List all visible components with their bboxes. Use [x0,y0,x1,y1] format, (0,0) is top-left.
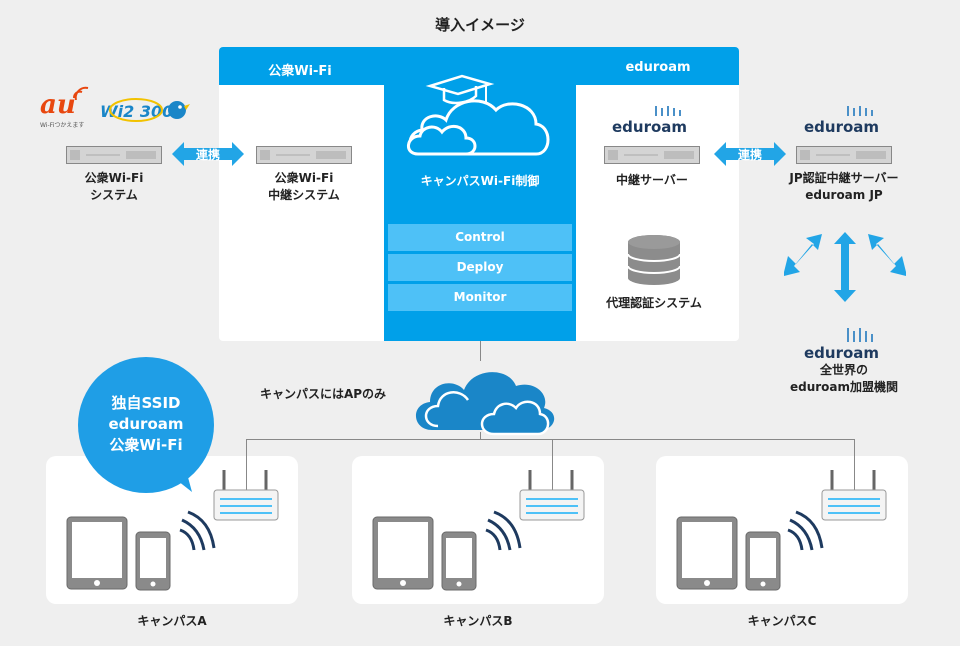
menu-control: Control [388,224,572,251]
svg-text:eduroam: eduroam [804,118,879,134]
campus-a-label: キャンパスA [137,614,207,628]
server-public-system-icon [66,146,162,164]
eduroam-logo-jp: eduroam [796,104,892,138]
campus-c-label: キャンパスC [747,614,817,628]
devices-b-icon [372,516,477,591]
devices-c-icon [676,516,781,591]
database-icon [627,235,681,285]
devices-a-icon [66,516,171,591]
wi2-bird-icon [168,101,190,119]
server-public-relay-icon [256,146,352,164]
label-relay-server: 中継サーバー [616,173,688,187]
svg-text:eduroam: eduroam [612,118,687,134]
link-arrow-right [714,142,786,166]
network-line-vertical [480,341,481,361]
menu-deploy: Deploy [388,254,572,281]
au-logo: au Wi-Fiつかえます [40,90,85,129]
campus-cloud-icon [407,74,550,156]
network-line-horizontal [246,439,855,440]
menu-monitor: Monitor [388,284,572,311]
server-relay-icon [604,146,700,164]
label-ap-only: キャンパスにはAPのみ [259,387,387,401]
link-label-right: 連携 [737,148,762,162]
access-point-b-icon [519,470,585,521]
center-label: キャンパスWi-Fi制御 [420,174,540,188]
svg-text:eduroam: eduroam [804,344,879,360]
header-public-wifi: 公衆Wi-Fi [268,64,332,79]
internet-cloud-icon [415,372,555,436]
ap-line-b [552,439,553,491]
wifi-waves-c-icon [787,510,824,551]
link-arrow-left [172,142,244,166]
eduroam-logo-global: eduroam [796,322,892,364]
access-point-c-icon [821,470,887,521]
au-wave-icon [73,86,89,100]
campus-b-label: キャンパスB [443,614,513,628]
label-proxy-auth: 代理認証システム [606,296,702,310]
diagram-title: 導入イメージ [435,16,525,34]
eduroam-logo-relay: eduroam [604,104,700,138]
server-jp-icon [796,146,892,164]
access-point-a-icon [213,470,279,521]
eduroam-signal-icon: eduroam [804,106,879,136]
ap-line-a [246,439,247,491]
network-line-stem [480,432,481,439]
eduroam-signal-icon: eduroam [612,106,687,136]
ssid-bubble: 独自SSID eduroam 公衆Wi-Fi [78,357,214,493]
eduroam-signal-icon: eduroam [804,328,879,362]
link-label-left: 連携 [195,148,220,162]
global-arrows-icon [784,232,906,302]
wifi-waves-a-icon [179,510,216,551]
ap-line-c [854,439,855,491]
header-eduroam: eduroam [625,60,691,75]
wifi-waves-b-icon [485,510,522,551]
wi2-ring-icon [109,98,163,122]
wi2-logo: Wi2 300 [100,102,174,121]
